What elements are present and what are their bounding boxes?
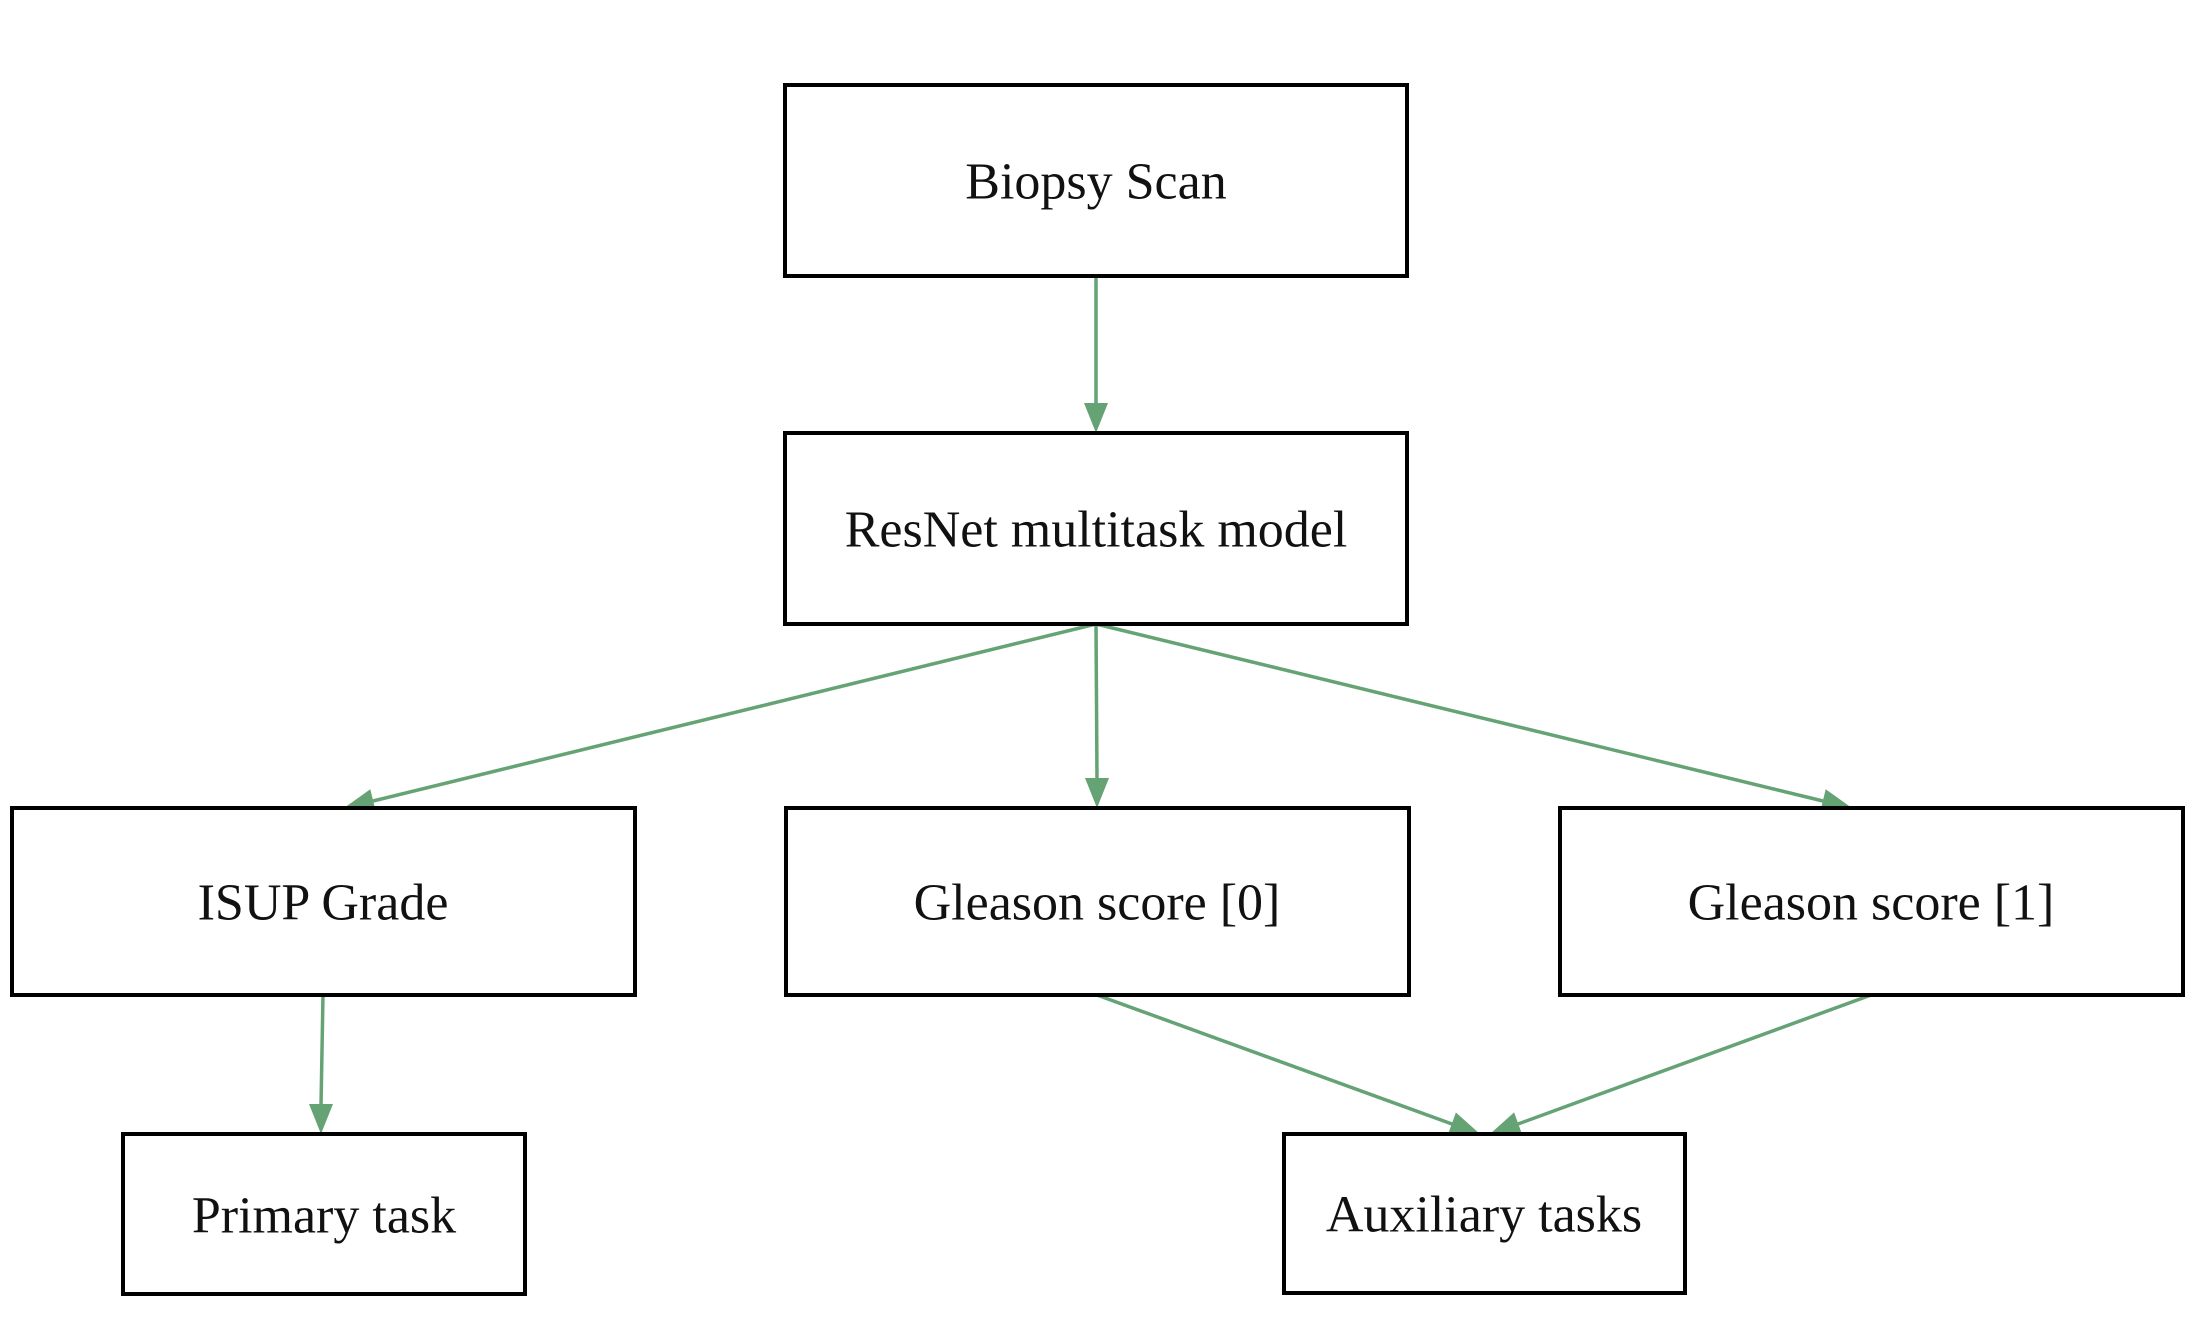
node-box bbox=[10, 806, 637, 997]
node-box bbox=[121, 1132, 527, 1296]
edge-gleason0-to-auxiliary bbox=[1096, 993, 1480, 1136]
node-isup-grade: ISUP Grade bbox=[10, 806, 637, 997]
edge-biopsy-to-resnet bbox=[1084, 276, 1108, 433]
node-gleason-score-1-label: Gleason score [1] bbox=[1688, 875, 2055, 932]
edge-line bbox=[319, 994, 325, 1107]
node-box bbox=[784, 806, 1411, 997]
edge-line bbox=[372, 622, 1097, 803]
edge-line bbox=[1096, 993, 1453, 1126]
arrowhead-down-right-icon bbox=[1447, 1112, 1480, 1136]
edge-resnet-to-isup bbox=[344, 622, 1097, 813]
node-gleason-score-0: Gleason score [0] bbox=[784, 806, 1411, 997]
arrowhead-down-left-icon bbox=[1490, 1112, 1523, 1135]
edge-gleason1-to-auxiliary bbox=[1490, 993, 1872, 1135]
node-auxiliary-tasks-label: Auxiliary tasks bbox=[1326, 1187, 1642, 1244]
node-box bbox=[1282, 1132, 1687, 1295]
node-box bbox=[783, 83, 1409, 278]
node-resnet-label: ResNet multitask model bbox=[845, 502, 1348, 559]
node-auxiliary-tasks: Auxiliary tasks bbox=[1282, 1132, 1687, 1295]
node-gleason-score-1: Gleason score [1] bbox=[1558, 806, 2185, 997]
node-primary-task: Primary task bbox=[121, 1132, 527, 1296]
node-resnet-multitask-model: ResNet multitask model bbox=[783, 431, 1409, 626]
edge-line bbox=[1517, 993, 1872, 1126]
edge-line bbox=[1094, 623, 1099, 781]
node-primary-task-label: Primary task bbox=[192, 1188, 456, 1245]
node-biopsy-scan-label: Biopsy Scan bbox=[965, 154, 1226, 211]
node-biopsy-scan: Biopsy Scan bbox=[783, 83, 1409, 278]
arrowhead-down-icon bbox=[1084, 403, 1108, 433]
node-box bbox=[783, 431, 1409, 626]
edge-resnet-to-gleason1 bbox=[1095, 622, 1852, 813]
edge-line bbox=[1095, 622, 1824, 803]
node-isup-grade-label: ISUP Grade bbox=[198, 875, 449, 932]
node-box bbox=[1558, 806, 2185, 997]
edge-resnet-to-gleason0 bbox=[1085, 623, 1109, 808]
arrowhead-down-icon bbox=[309, 1104, 333, 1134]
node-gleason-score-0-label: Gleason score [0] bbox=[914, 875, 1281, 932]
arrowhead-down-icon bbox=[1085, 778, 1109, 808]
edge-isup-to-primary bbox=[309, 994, 333, 1134]
